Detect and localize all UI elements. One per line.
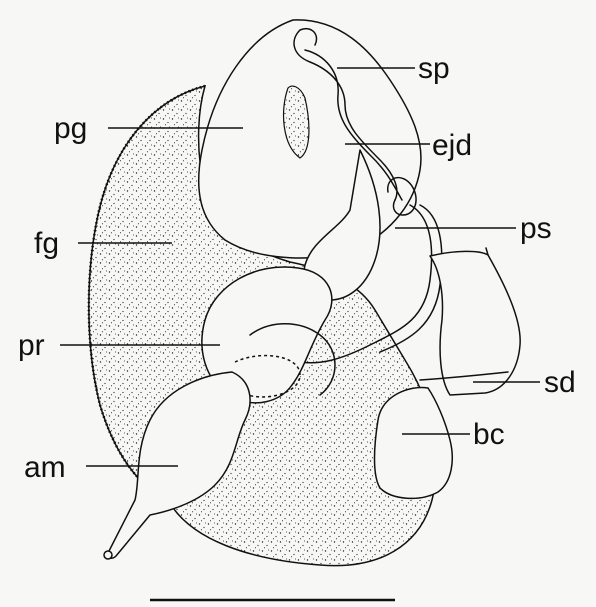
- label-sd: sd: [544, 366, 576, 399]
- atrium-tail-tip: [104, 551, 112, 559]
- label-bc: bc: [473, 418, 505, 451]
- bursa-copulatrix-shape: [375, 387, 453, 498]
- bursa-upper-lobe: [430, 251, 520, 395]
- label-pr: pr: [18, 329, 45, 362]
- label-pg: pg: [54, 112, 87, 145]
- label-ps: ps: [520, 212, 552, 245]
- prostate-gland-shape: [199, 20, 421, 258]
- label-fg: fg: [34, 227, 59, 260]
- label-ejd: ejd: [432, 129, 472, 162]
- label-sp: sp: [418, 52, 450, 85]
- label-am: am: [24, 451, 66, 484]
